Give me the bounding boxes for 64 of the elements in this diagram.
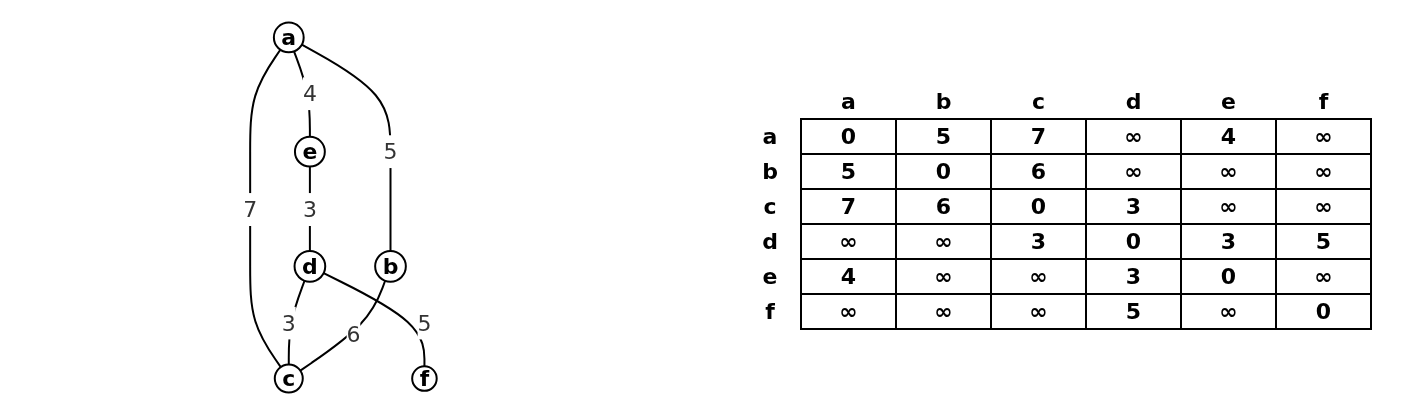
matrix-value: ∞ — [896, 294, 991, 329]
matrix-value: ∞ — [991, 294, 1086, 329]
edge-label: 5 — [383, 138, 398, 164]
row-header: b — [740, 154, 801, 189]
matrix-value: 0 — [896, 154, 991, 189]
matrix-value: ∞ — [1276, 119, 1371, 154]
connector — [299, 279, 387, 372]
matrix-value: 3 — [1086, 259, 1181, 294]
node-circle: c — [273, 363, 304, 394]
row-header: c — [740, 189, 801, 224]
matrix-value: 0 — [801, 119, 896, 154]
node-circle: f — [411, 364, 438, 392]
edge-label: 3 — [281, 310, 296, 336]
column-header: a — [801, 85, 896, 119]
row-header: f — [740, 294, 801, 329]
column-header: f — [1276, 85, 1371, 119]
node-circle: e — [294, 135, 326, 168]
matrix-value: 5 — [896, 119, 991, 154]
node-circle: a — [272, 21, 305, 53]
matrix-value: 6 — [991, 154, 1086, 189]
matrix-value: 7 — [801, 189, 896, 224]
edge-label: 6 — [346, 321, 361, 347]
matrix-value: 7 — [991, 119, 1086, 154]
matrix-value: ∞ — [801, 294, 896, 329]
matrix-value: 4 — [1181, 119, 1276, 154]
matrix-value: 3 — [1086, 189, 1181, 224]
matrix-value: ∞ — [1181, 154, 1276, 189]
matrix-value: 5 — [1086, 294, 1181, 329]
matrix-value: ∞ — [801, 224, 896, 259]
matrix-value: ∞ — [896, 224, 991, 259]
row-header: d — [740, 224, 801, 259]
node-circle: b — [374, 249, 407, 283]
matrix-value: ∞ — [1276, 189, 1371, 224]
column-header: c — [991, 85, 1086, 119]
matrix-value: 4 — [801, 259, 896, 294]
matrix-value: ∞ — [1086, 154, 1181, 189]
edge-label: 5 — [417, 310, 432, 336]
column-header: d — [1086, 85, 1181, 119]
matrix-value: 0 — [1086, 224, 1181, 259]
column-header: b — [896, 85, 991, 119]
matrix-value: ∞ — [1086, 119, 1181, 154]
matrix-value: 5 — [1276, 224, 1371, 259]
row-header: e — [740, 259, 801, 294]
matrix-value: ∞ — [1276, 259, 1371, 294]
matrix-value: ∞ — [991, 259, 1086, 294]
matrix-value: 5 — [801, 154, 896, 189]
connector — [249, 48, 282, 368]
matrix-value: ∞ — [1181, 189, 1276, 224]
matrix-value: ∞ — [1276, 154, 1371, 189]
matrix-value: 0 — [1181, 259, 1276, 294]
column-header: e — [1181, 85, 1276, 119]
row-header: a — [740, 119, 801, 154]
matrix-value: ∞ — [1181, 294, 1276, 329]
matrix-value: 6 — [896, 189, 991, 224]
matrix-value: 0 — [1276, 294, 1371, 329]
edge-label: 4 — [302, 80, 317, 106]
matrix-value: 3 — [1181, 224, 1276, 259]
edge-label: 3 — [302, 196, 317, 222]
matrix-value: 0 — [991, 189, 1086, 224]
connector — [322, 271, 426, 367]
matrix-value: 3 — [991, 224, 1086, 259]
node-circle: d — [293, 249, 327, 283]
edge-label: 7 — [243, 196, 258, 222]
matrix-value: ∞ — [896, 259, 991, 294]
